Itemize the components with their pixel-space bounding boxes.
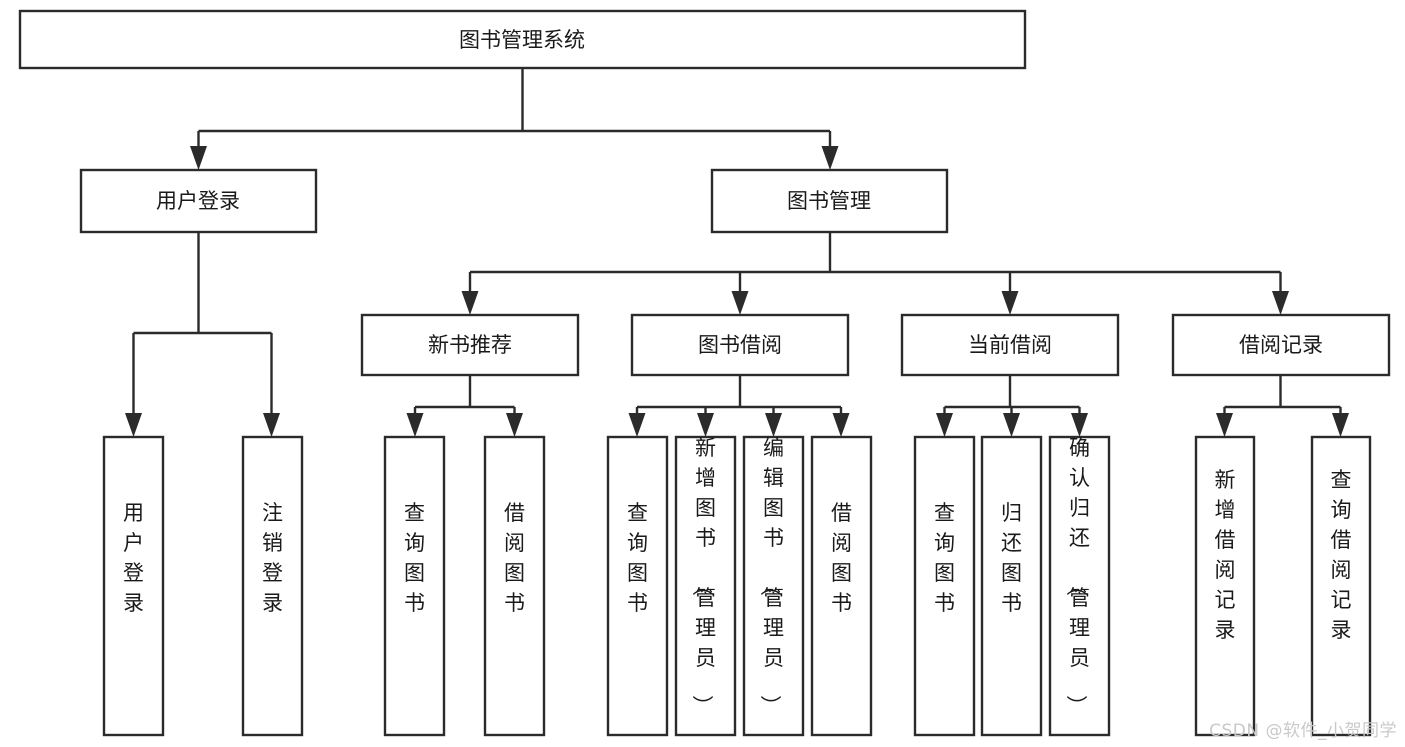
arrow-to-leaf-bb-add [697, 413, 714, 437]
leaf-box-bb-add-book[interactable] [674, 435, 737, 737]
connector-layer [132, 68, 1342, 419]
arrow-to-leaf-br-add [1216, 413, 1233, 437]
leaf-box-cb-confirm-return[interactable] [1048, 435, 1111, 737]
arrow-to-leaf-nb-query [406, 413, 424, 437]
node-borrow-record[interactable]: 借阅记录 [1171, 313, 1391, 377]
leaf-node-nb-borrow-book[interactable]: 借阅图书 [483, 435, 546, 737]
arrow-to-new-book [461, 291, 479, 315]
book-manage-label: 图书管理 [787, 189, 871, 213]
leaf-node-logout[interactable]: 注销登录 [241, 435, 304, 737]
leaf-node-br-add-record[interactable]: 新增借阅记录 [1194, 435, 1256, 737]
arrow-to-leaf-logout [263, 413, 280, 437]
borrow-record-label: 借阅记录 [1239, 333, 1323, 357]
leaf-label-br-add-record: 新增借阅记录 [1215, 468, 1236, 642]
leaf-node-bb-add-book[interactable]: 新增图书（管理员） [674, 435, 737, 737]
arrow-to-leaf-bb-query [628, 413, 646, 437]
arrowhead-layer [125, 146, 1349, 437]
leaf-box-cb-query-book[interactable] [913, 435, 976, 737]
arrow-to-leaf-cb-confirm [1071, 413, 1088, 437]
user-login-label: 用户登录 [156, 189, 240, 213]
arrow-to-leaf-nb-borrow [506, 413, 523, 437]
leaf-label-cb-return-book: 归还图书 [1001, 501, 1022, 615]
new-book-recommend-box[interactable] [360, 313, 580, 377]
leaf-label-bb-add-book: 新增图书（管理员） [690, 436, 716, 716]
leaf-node-br-query-record[interactable]: 查询借阅记录 [1310, 435, 1372, 737]
leaf-node-cb-query-book[interactable]: 查询图书 [913, 435, 976, 737]
arrow-to-current-borrow [1001, 291, 1019, 315]
connector-borrow-record-bus [1223, 375, 1342, 419]
leaf-box-br-query-record[interactable] [1310, 435, 1372, 737]
user-login-box[interactable] [79, 168, 318, 234]
arrow-to-leaf-br-query [1332, 413, 1349, 437]
root-box[interactable] [18, 9, 1027, 70]
leaf-label-cb-confirm-return: 确认归还（管理员） [1064, 436, 1090, 716]
leaf-box-cb-return-book[interactable] [980, 435, 1043, 737]
leaf-box-nb-borrow-book[interactable] [483, 435, 546, 737]
book-borrow-label: 图书借阅 [698, 333, 782, 357]
leaf-node-cb-confirm-return[interactable]: 确认归还（管理员） [1048, 435, 1111, 737]
arrow-to-leaf-cb-query [936, 413, 953, 437]
leaf-label-cb-query-book: 查询图书 [934, 501, 955, 615]
leaf-node-nb-query-book[interactable]: 查询图书 [383, 435, 446, 737]
arrow-to-leaf-cb-return [1003, 413, 1020, 437]
current-borrow-label: 当前借阅 [968, 333, 1052, 357]
new-book-recommend-label: 新书推荐 [428, 333, 512, 357]
leaf-label-nb-query-book: 查询图书 [404, 501, 425, 615]
leaf-label-bb-query-book: 查询图书 [627, 501, 648, 615]
arrow-to-leaf-user-login [125, 413, 142, 437]
leaf-box-nb-query-book[interactable] [383, 435, 446, 737]
arrow-to-user-login [190, 146, 207, 170]
borrow-record-box[interactable] [1171, 313, 1391, 377]
arrow-to-leaf-bb-borrow [832, 413, 850, 437]
leaf-node-bb-borrow-book[interactable]: 借阅图书 [810, 435, 873, 737]
connector-current-borrow-bus [943, 375, 1081, 419]
connector-book-manage-bus [468, 232, 1282, 297]
root-label: 图书管理系统 [459, 28, 585, 52]
leaf-box-bb-query-book[interactable] [606, 435, 669, 737]
connector-user-login-bus [132, 232, 273, 419]
leaf-box-bb-edit-book[interactable] [742, 435, 805, 737]
leaf-node-user-login[interactable]: 用户登录 [102, 435, 165, 737]
leaf-label-user-login: 用户登录 [123, 501, 144, 615]
node-user-login[interactable]: 用户登录 [79, 168, 318, 234]
connector-new-book-bus [413, 375, 516, 419]
leaf-node-bb-edit-book[interactable]: 编辑图书（管理员） [742, 435, 805, 737]
leaf-box-bb-borrow-book[interactable] [810, 435, 873, 737]
arrow-to-book-manage [821, 146, 839, 170]
node-new-book-recommend[interactable]: 新书推荐 [360, 313, 580, 377]
leaf-node-bb-query-book[interactable]: 查询图书 [606, 435, 669, 737]
leaf-label-bb-borrow-book: 借阅图书 [831, 501, 852, 615]
leaf-box-br-add-record[interactable] [1194, 435, 1256, 737]
csdn-watermark: CSDN @软件_小贺同学 [1209, 721, 1397, 741]
leaf-node-cb-return-book[interactable]: 归还图书 [980, 435, 1043, 737]
connector-book-borrow-bus [635, 375, 843, 419]
node-root-system[interactable]: 图书管理系统 [18, 9, 1027, 70]
leaf-box-user-login[interactable] [102, 435, 165, 737]
leaf-label-br-query-record: 查询借阅记录 [1331, 468, 1352, 642]
connector-root-to-level2 [197, 68, 832, 152]
leaf-label-bb-edit-book: 编辑图书（管理员） [758, 436, 784, 716]
current-borrow-box[interactable] [900, 313, 1120, 377]
leaf-box-logout[interactable] [241, 435, 304, 737]
node-current-borrow[interactable]: 当前借阅 [900, 313, 1120, 377]
arrow-to-borrow-record [1272, 291, 1289, 315]
arrow-to-leaf-bb-edit [765, 413, 782, 437]
book-manage-box[interactable] [710, 168, 949, 234]
leaf-label-nb-borrow-book: 借阅图书 [504, 501, 525, 615]
arrow-to-book-borrow [731, 291, 749, 315]
leaf-label-logout: 注销登录 [262, 501, 283, 615]
node-book-manage[interactable]: 图书管理 [710, 168, 949, 234]
book-borrow-box[interactable] [630, 313, 850, 377]
node-book-borrow[interactable]: 图书借阅 [630, 313, 850, 377]
